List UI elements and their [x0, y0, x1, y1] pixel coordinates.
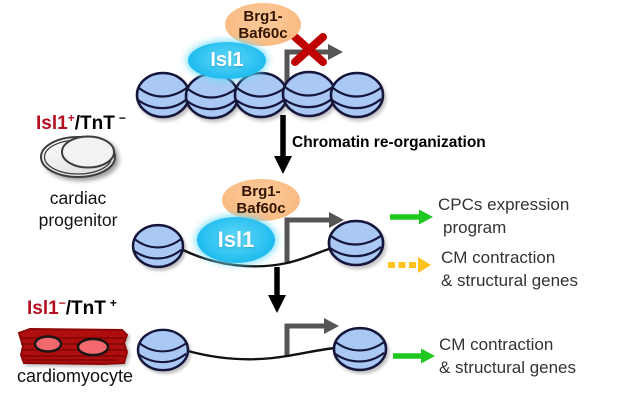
active-promoter-arrow-mid [284, 212, 344, 262]
brg1-label-line2: Baf60c [236, 200, 286, 217]
dna-strand-mid [180, 246, 333, 268]
cm-partial-line2: & structural genes [441, 271, 579, 290]
green-arrow-cm [393, 348, 435, 364]
nucleosome [327, 219, 385, 267]
cpc-expression-text: CPCs expression program [438, 193, 569, 239]
cm-active-line2: & structural genes [439, 358, 577, 377]
brg1-baf60c-complex-top: Brg1- Baf60c [225, 3, 301, 46]
isl1-factor-mid: Isl1 [197, 217, 275, 263]
yellow-dotted-arrow [388, 257, 431, 273]
cm-active-text: CM contraction & structural genes [439, 333, 576, 379]
dna-strand-bottom [187, 346, 336, 361]
marker-partner-state: − [118, 111, 126, 125]
transition-arrow [274, 115, 292, 174]
cm-partial-text: CM contraction & structural genes [441, 246, 578, 292]
marker-partner: /TnT [65, 298, 106, 319]
repression-x-icon [291, 33, 327, 66]
nucleosome [136, 328, 190, 372]
cardiomyocyte-marker-label: Isl1−/TnT+ [27, 296, 117, 320]
differentiation-arrow [268, 267, 286, 313]
marker-partner-state: + [109, 296, 117, 310]
isl1-label: Isl1 [217, 227, 255, 252]
cm-active-line1: CM contraction [439, 335, 554, 354]
marker-partner: /TnT [74, 113, 115, 134]
nucleosome [131, 223, 185, 269]
marker-gene-state: − [58, 296, 66, 310]
progenitor-marker-label: Isl1+/TnT− [36, 111, 126, 135]
cardiomyocyte-cell [17, 327, 129, 366]
cpc-expression-line2: program [443, 218, 507, 237]
isl1-factor-top: Isl1 [188, 42, 266, 79]
isl1-label: Isl1 [210, 49, 244, 71]
brg1-label-line1: Brg1- [241, 183, 281, 200]
chromatin-reorganization-label: Chromatin re-organization [292, 134, 486, 151]
marker-gene: Isl1 [27, 298, 59, 319]
nucleosome [233, 71, 289, 119]
nucleosome [281, 70, 337, 118]
progenitor-name-line1: cardiac [49, 188, 107, 208]
green-arrow-cpc [390, 209, 433, 225]
progenitor-name-line2: progenitor [38, 210, 118, 230]
nucleosome [332, 326, 388, 372]
nucleosome [184, 72, 240, 120]
nucleosome [329, 71, 385, 119]
cm-partial-line1: CM contraction [441, 248, 556, 267]
brg1-label-line1: Brg1- [243, 7, 283, 25]
cardiomyocyte-name-label: cardiomyocyte [17, 366, 134, 386]
cardiac-progenitor-cell [40, 135, 116, 178]
active-promoter-arrow-bottom [284, 318, 339, 357]
brg1-label-line2: Baf60c [238, 24, 288, 42]
cpc-expression-line1: CPCs expression [438, 195, 570, 214]
brg1-baf60c-complex-mid: Brg1- Baf60c [222, 179, 300, 221]
progenitor-name-label: cardiac progenitor [17, 187, 139, 231]
marker-gene: Isl1 [36, 113, 68, 134]
nucleosome [135, 71, 191, 119]
marker-gene-state: + [67, 111, 75, 125]
